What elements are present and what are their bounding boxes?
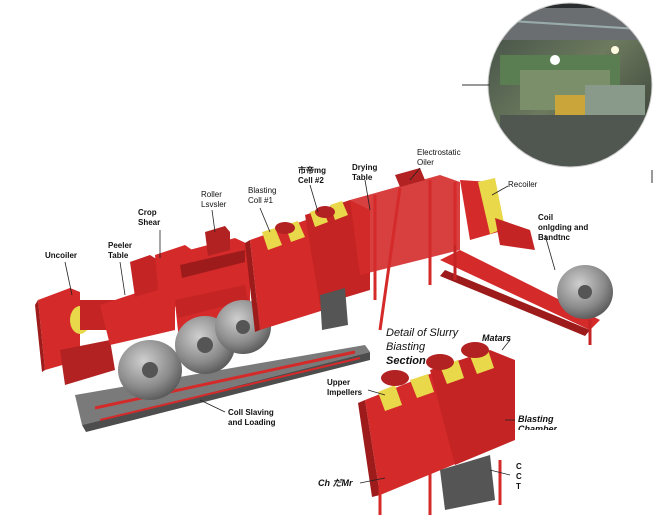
drying-oiler-structure: [350, 168, 460, 331]
blasting-cells: [245, 200, 370, 332]
label-leaders: [64, 167, 556, 484]
label-blasting-cell-2: 市帝mg Cell #2: [298, 166, 326, 185]
detail-title-line3: Section: [386, 355, 426, 367]
label-motors: Matars: [482, 333, 512, 343]
detail-title-line2: Biasting: [386, 341, 426, 353]
label-uncoiler: Uncoiler: [45, 251, 78, 260]
label-blasting-chamber: Blasting Chamber: [518, 414, 558, 430]
detail-title: Detail of Slurry Biasting Section: [386, 326, 458, 368]
exit-conveyor: [440, 245, 600, 345]
staging-coils: [118, 300, 271, 400]
label-blasting-cell-1: Blasting Coll #1: [248, 186, 277, 205]
finished-coil: [557, 265, 613, 319]
label-coil-unloading: Coil onlgding and Bandtnc: [538, 213, 589, 242]
recoiler-machine: [460, 178, 535, 250]
base-rails: [75, 345, 370, 432]
label-chamber: Ch だMr: [318, 478, 353, 488]
label-coil-staging: Coll Slaving and Loading: [228, 408, 276, 427]
detail-title-line1: Detail of Slurry: [386, 327, 459, 339]
label-recoiler: Recoiler: [508, 180, 538, 189]
label-crop-shear: Crop Shear: [138, 208, 161, 227]
detail-blasting-section: [358, 342, 515, 515]
label-side: C C T: [516, 462, 522, 491]
label-upper-impellers: Upper Impellers: [327, 378, 363, 397]
label-electrostatic-oiler: Electrostatic Oiler: [417, 148, 461, 167]
label-drying-table: Drying Table: [352, 163, 378, 182]
plant-photo: [487, 2, 653, 168]
uncoiler-machine: [35, 288, 120, 385]
label-roller-leveler: Roller Lsvsler: [201, 190, 227, 209]
label-peeler-table: Peeler Table: [108, 241, 133, 260]
